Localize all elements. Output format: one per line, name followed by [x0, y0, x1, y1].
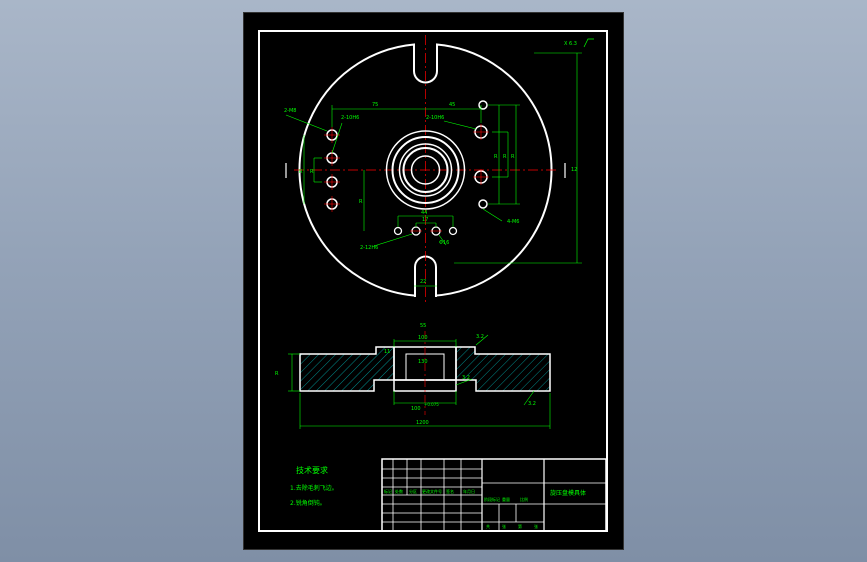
cad-drawing: X 6.3 [258, 30, 608, 532]
notes-line-1: 1.去除毛刺飞边。 [290, 484, 338, 492]
part-name: 旋压盘模具体 [550, 489, 586, 497]
dim-45: 45 [449, 102, 455, 108]
dim-r5: R [503, 154, 507, 160]
tb-label-doc: 更改文件号 [422, 488, 442, 494]
dim-tolerance: +0.075 [424, 402, 439, 407]
notes-line-2: 2.锐角倒钝。 [290, 499, 326, 507]
dim-2-10h6-left: 2-10H6 [341, 115, 359, 121]
hub-bore [410, 155, 441, 185]
dim-phi16: Φ16 [439, 240, 449, 246]
tb-weight: 重量 [502, 496, 510, 502]
hub-ring-1 [391, 136, 460, 204]
hub-ring-2 [398, 143, 453, 197]
left-holes [324, 127, 340, 212]
tb-label-count: 处数 [395, 488, 403, 494]
dim-r3: R [359, 199, 363, 205]
dim-height: 12 [571, 167, 577, 173]
roughness-symbol [583, 38, 594, 48]
disk-outline [298, 43, 553, 297]
hub-outer [385, 130, 466, 210]
technical-notes: 技术要求 1.去除毛刺飞边。 2.锐角倒钝。 [290, 465, 338, 507]
dim-r6: R [511, 154, 515, 160]
dim-height-r: R [275, 371, 279, 377]
dim-44: 44 [421, 210, 427, 216]
drawing-sheet: X 6.3 [244, 13, 623, 549]
tb-footer-2: 张 [502, 523, 506, 529]
dim-4m6: 4-M6 [507, 219, 519, 225]
section-view: 55 100 130 11 R 100 +0.075 1200 3.2 3.2 … [275, 323, 551, 429]
hub-ring-3 [402, 147, 449, 193]
title-block [381, 458, 607, 532]
section-left [299, 346, 395, 392]
hole [478, 199, 488, 209]
hole [478, 100, 488, 110]
label-55: 55 [420, 323, 426, 329]
tb-footer-3: 第 [518, 523, 522, 529]
tb-footer-4: 张 [534, 523, 538, 529]
notes-title: 技术要求 [296, 465, 328, 475]
tb-label-date: 年月日 [463, 488, 475, 494]
dim-2m8: 2-M8 [284, 108, 296, 114]
tb-label-zone: 分区 [409, 488, 417, 494]
dim-r4: R [494, 154, 498, 160]
dim-top-100: 100 [418, 335, 428, 341]
dim-2-10h6-right: 2-10H6 [426, 115, 444, 121]
dim-depth-11: 11 [384, 349, 390, 355]
rough-a: 3.2 [476, 334, 484, 340]
dim-total-1200: 1200 [416, 420, 429, 426]
roughness-note: X 6.3 [564, 41, 577, 47]
rough-c: 3.2 [528, 401, 536, 407]
tb-label-sign: 签名 [446, 488, 454, 494]
dim-bottom-100: 100 [411, 406, 421, 412]
hole [448, 226, 458, 236]
tb-label-mark: 标记 [384, 488, 392, 494]
tb-scale: 比例 [520, 496, 528, 502]
section-right [455, 346, 551, 392]
right-holes [473, 100, 489, 209]
dim-r2: R [299, 169, 303, 175]
top-dimensions [285, 52, 582, 287]
dim-75: 75 [372, 102, 378, 108]
dim-17: 17 [422, 217, 428, 223]
dim-bore-130: 130 [418, 359, 428, 365]
rough-b: 3.2 [462, 375, 470, 381]
section-markers [285, 163, 566, 178]
dim-slot-22: 22 [420, 279, 426, 285]
dim-2-12h6: 2-12H6 [360, 245, 378, 251]
top-view: 75 45 2-M8 2-10H6 2-10H6 4-M6 44 17 2-12… [284, 35, 582, 305]
bottom-holes [393, 226, 458, 236]
dim-r1: R [310, 169, 314, 175]
hole [393, 226, 403, 236]
tb-stage: 阶段标记 [484, 496, 500, 502]
tb-footer-1: 共 [486, 523, 490, 529]
